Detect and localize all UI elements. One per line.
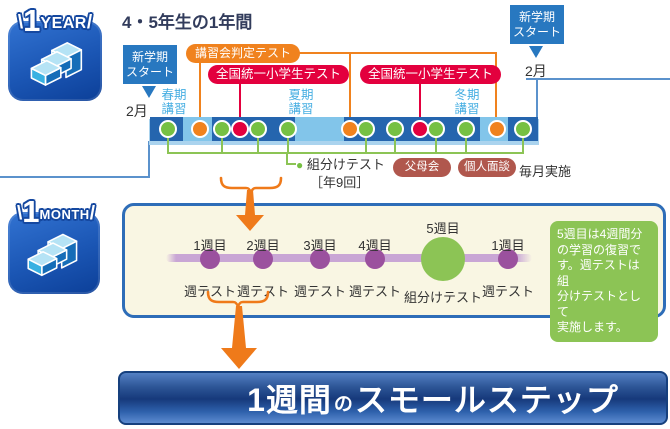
timeline-dot-green <box>279 120 297 138</box>
timeline-dot-green <box>457 120 475 138</box>
kumiwake-stub <box>435 136 437 153</box>
parents-meeting-pill: 父母会 <box>393 158 451 177</box>
stairs-icon <box>30 42 83 86</box>
right-frame-line <box>526 78 670 80</box>
week-test-label: 週テスト <box>481 284 534 299</box>
banner-part1: 1週間 <box>247 382 332 418</box>
stairs-icon <box>27 233 78 277</box>
national-test-pill-1: 全国統一小学生テスト <box>208 65 350 84</box>
badge-number: 1 <box>22 194 40 229</box>
week-rail <box>166 254 532 262</box>
down-arrow-icon-1 <box>236 190 264 231</box>
course-segment-summer <box>295 117 344 141</box>
badge-unit: MONTH <box>39 207 90 222</box>
badge-slash-right: / <box>89 203 95 224</box>
course-judge-test-pill: 講習会判定テスト <box>186 44 301 63</box>
timeline-dot-red <box>231 120 249 138</box>
week-dot <box>253 249 273 269</box>
timeline-dot-green <box>386 120 404 138</box>
small-step-banner: 1週間 の スモールステップ <box>118 371 668 425</box>
new-term-right-pointer <box>529 46 543 58</box>
banner-part2: スモールステップ <box>354 382 619 418</box>
timeline-dot-green <box>357 120 375 138</box>
timeline-dot-green <box>427 120 445 138</box>
week-label: 5週目 <box>426 221 460 236</box>
kumiwake-connector-h <box>286 163 296 165</box>
week-label: 4週目 <box>358 238 392 253</box>
banner-particle: の <box>333 393 353 415</box>
week5-note: 5週目は4週間分 の学習の復習で す。週テストは組 分けテストとして 実施します… <box>550 221 658 342</box>
badge-unit: YEAR <box>40 15 87 32</box>
kumiwake-test-label: ● 組分けテスト ［年9回］ <box>296 156 385 191</box>
judge-test-line-summer <box>349 53 351 124</box>
kumiwake-text: 組分けテスト <box>306 157 385 172</box>
week-test-label: 組分けテスト <box>403 290 482 305</box>
timeline-dot-green <box>249 120 267 138</box>
summer-course-label: 夏期 講習 <box>288 88 314 116</box>
week-dot <box>365 249 385 269</box>
kumiwake-bullet: ● <box>296 158 304 172</box>
week-test-label: 週テスト <box>348 284 401 299</box>
badge-number: 1 <box>23 3 41 38</box>
new-term-start-left: 新学期 スタート <box>123 45 177 84</box>
week-dot <box>200 249 220 269</box>
kumiwake-stub <box>394 136 396 153</box>
february-left: 2月 <box>126 103 148 119</box>
february-right: 2月 <box>525 63 547 79</box>
timeline-dot-orange <box>191 120 209 138</box>
week-test-label: 週テスト <box>236 284 289 299</box>
monthly-label: 毎月実施 <box>519 164 572 179</box>
kumiwake-rail <box>167 152 524 154</box>
spring-course-label: 春期 講習 <box>161 88 187 116</box>
timeline-dot-green <box>159 120 177 138</box>
right-frame-line-v <box>536 79 538 118</box>
badge-slash-right: / <box>86 12 93 33</box>
week-circle-kumiwake <box>421 237 465 281</box>
new-term-left-pointer <box>142 86 156 98</box>
judge-test-line-h <box>294 52 497 54</box>
national-test-pill-2: 全国統一小学生テスト <box>360 65 502 84</box>
kumiwake-stub <box>522 136 524 153</box>
month-badge-title: \ 1 MONTH / <box>0 196 112 227</box>
badge-slash-left: \ <box>17 203 23 224</box>
week-label: 3週目 <box>303 238 337 253</box>
week-dot <box>310 249 330 269</box>
badge-slash-left: \ <box>17 12 24 33</box>
kumiwake-stub <box>257 136 259 153</box>
national-test-line-2 <box>419 83 421 124</box>
national-test-line-1 <box>239 83 241 124</box>
week-dot <box>498 249 518 269</box>
kumiwake-stub <box>287 136 289 153</box>
new-term-start-right: 新学期 スタート <box>510 5 564 44</box>
timeline-dot-green <box>514 120 532 138</box>
kumiwake-times: ［年9回］ <box>310 175 370 190</box>
left-frame-line-v <box>148 141 150 177</box>
personal-interview-pill: 個人面談 <box>458 158 516 177</box>
week-label: 2週目 <box>246 238 280 253</box>
page-title: 4・5年生の1年間 <box>122 13 253 32</box>
week-test-label: 週テスト <box>183 284 236 299</box>
kumiwake-stub <box>221 136 223 153</box>
kumiwake-stub <box>167 136 169 153</box>
left-frame-line <box>0 176 150 178</box>
kumiwake-connector-v <box>286 152 288 165</box>
week-label: 1週目 <box>193 238 227 253</box>
year-badge-title: \ 1 YEAR / <box>2 5 108 36</box>
judge-test-line-spring <box>199 62 201 124</box>
down-arrow-icon-2 <box>221 306 257 369</box>
week-label: 1週目 <box>491 238 525 253</box>
kumiwake-stub <box>365 136 367 153</box>
kumiwake-stub <box>465 136 467 153</box>
week-test-label: 週テスト <box>293 284 346 299</box>
timeline-dot-green <box>213 120 231 138</box>
judge-test-line-winter <box>495 53 497 124</box>
timeline-dot-orange <box>488 120 506 138</box>
winter-course-label: 冬期 講習 <box>454 88 480 116</box>
